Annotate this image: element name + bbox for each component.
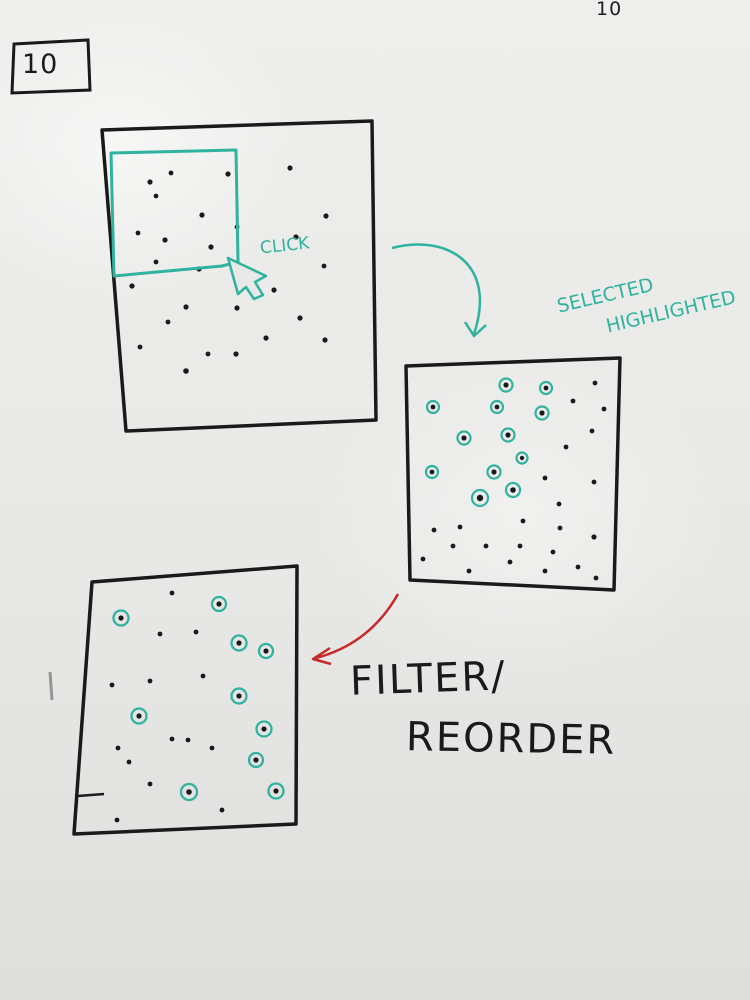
panel-1-frame — [100, 119, 378, 433]
reorder-label: REORDER — [405, 714, 617, 764]
lasso-selection — [109, 148, 240, 278]
panel-2-frame — [404, 356, 622, 592]
curved-arrow-icon — [391, 243, 482, 335]
panel-2-dots — [420, 380, 607, 581]
board-smudge — [48, 671, 54, 701]
panel-1-dots — [129, 165, 329, 374]
filter-label: FILTER/ — [349, 653, 508, 705]
panel-3-dots — [109, 590, 279, 823]
panel-2-highlight-rings — [424, 377, 554, 508]
page-number: 10 — [22, 49, 59, 80]
panel-3-frame — [72, 564, 299, 836]
page-number-box — [10, 38, 92, 95]
cursor-arrow-icon — [226, 256, 268, 301]
filter-arrow — [315, 593, 400, 660]
corner-number: 10 — [596, 0, 623, 20]
panel-3-highlight-rings — [112, 595, 285, 802]
